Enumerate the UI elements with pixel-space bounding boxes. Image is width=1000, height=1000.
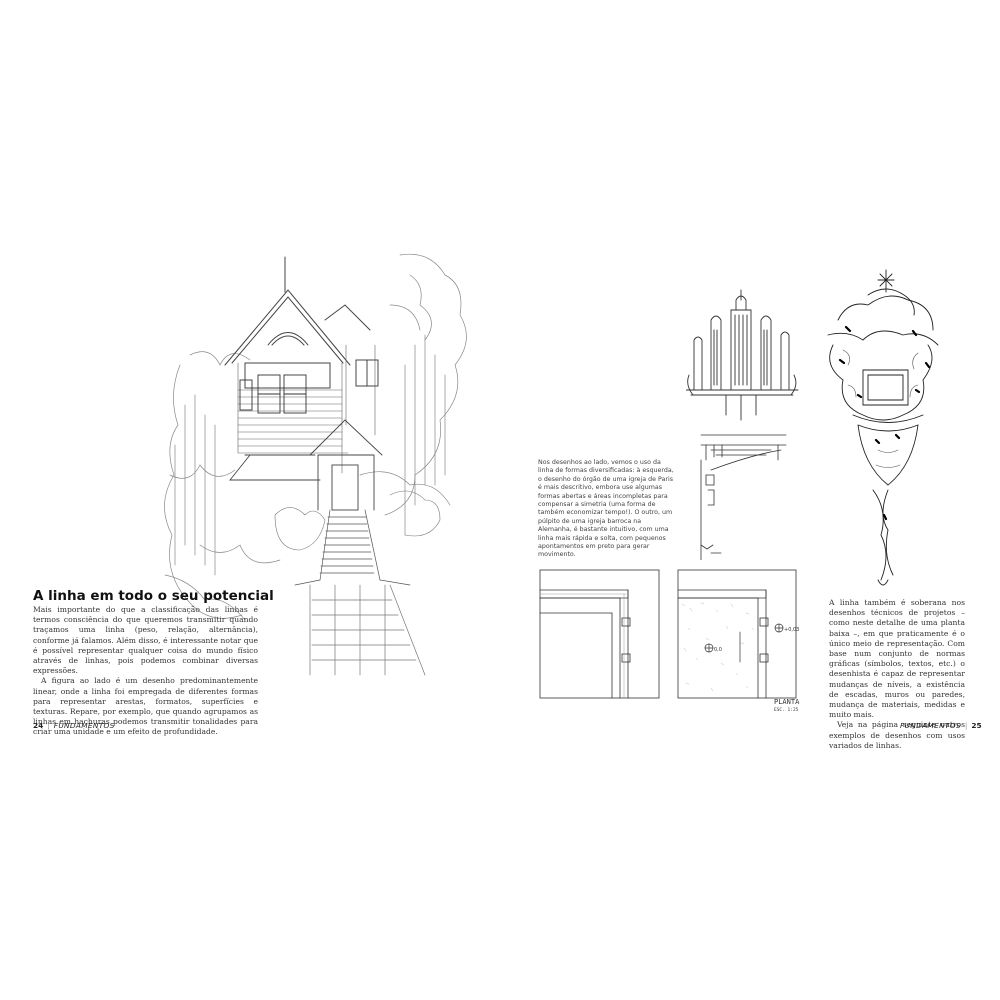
organ-sketch-illustration [686,285,806,560]
plan-detail-right: +0,03 0,0 PLANTA ESC. 1:25 [676,568,806,713]
right-page: Nos desenhos ao lado, vemos o uso da lin… [500,0,1000,1000]
folio-separator: | [964,721,968,730]
right-body-text: A linha também é soberana nos desenhos t… [829,598,965,751]
left-running-head: FUNDAMENTOS [53,721,115,730]
left-folio: 24|FUNDAMENTOS [33,721,115,730]
level-label-b: 0,0 [714,647,722,653]
house-sketch-illustration [160,245,470,685]
section-title: A linha em todo o seu potencial [33,588,274,604]
level-label-a: +0,03 [784,627,799,633]
right-paragraph-1: A linha também é soberana nos desenhos t… [829,598,965,720]
plan-scale-label: ESC. 1:25 [774,707,799,713]
figure-caption: Nos desenhos ao lado, vemos o uso da lin… [538,459,674,559]
right-page-number: 25 [971,721,982,730]
left-paragraph-2: A figura ao lado é um desenho predominan… [33,676,258,737]
plan-detail-left [538,568,661,700]
plan-title-label: PLANTA [774,698,800,706]
right-paragraph-2: Veja na página seguinte outros exemplos … [829,720,965,750]
right-folio: FUNDAMENTOS|25 [900,721,982,730]
right-running-head: FUNDAMENTOS [900,721,961,730]
left-body-text: Mais importante do que a classificação d… [33,605,258,738]
folio-separator: | [47,721,50,730]
left-page: A linha em todo o seu potencial Mais imp… [33,245,470,738]
left-paragraph-1: Mais importante do que a classificação d… [33,605,258,676]
left-page-number: 24 [33,721,44,730]
pulpit-sketch-illustration [818,265,953,595]
